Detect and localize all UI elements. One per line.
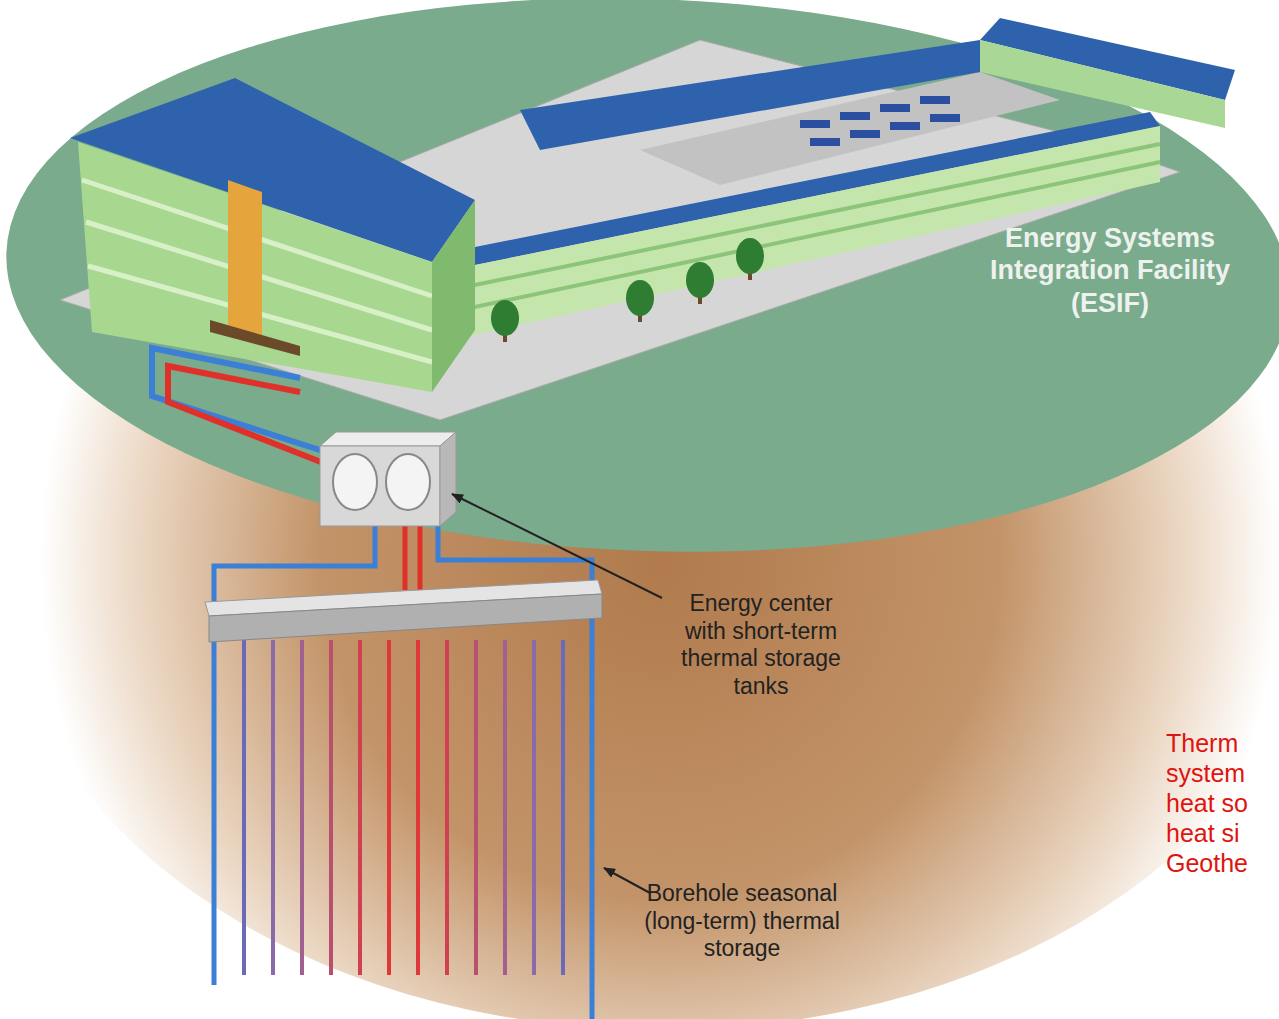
window-bands bbox=[82, 180, 432, 362]
callout-label: Energy center with short-term thermal st… bbox=[670, 590, 852, 700]
header bbox=[209, 594, 602, 642]
wall bbox=[78, 142, 432, 392]
roof bbox=[520, 40, 980, 150]
solar-panels bbox=[800, 96, 960, 146]
ground bbox=[0, 90, 1279, 1019]
entrance-canopy bbox=[210, 320, 300, 356]
site-label: Energy Systems Integration Facility (ESI… bbox=[985, 222, 1235, 319]
note-text: Therm system heat so heat si Geothe bbox=[1166, 728, 1270, 878]
pipe bbox=[418, 520, 423, 590]
callout-label: Borehole seasonal (long-term) thermal st… bbox=[644, 880, 840, 963]
energy-center bbox=[440, 432, 456, 526]
storage-tank bbox=[386, 454, 430, 510]
energy-center bbox=[320, 432, 456, 446]
energy-center bbox=[320, 446, 440, 526]
leader-arrow bbox=[604, 868, 650, 893]
pipe bbox=[168, 366, 326, 464]
wall bbox=[980, 40, 1225, 128]
pipe bbox=[214, 520, 375, 985]
wall bbox=[432, 200, 475, 392]
storage-tank bbox=[333, 454, 377, 510]
boreholes bbox=[244, 640, 563, 975]
pipe bbox=[403, 520, 408, 590]
entrance bbox=[228, 180, 262, 340]
leader-arrow bbox=[452, 494, 662, 598]
trees bbox=[491, 238, 764, 342]
site-disk bbox=[0, 0, 1279, 573]
pipe bbox=[152, 348, 326, 452]
